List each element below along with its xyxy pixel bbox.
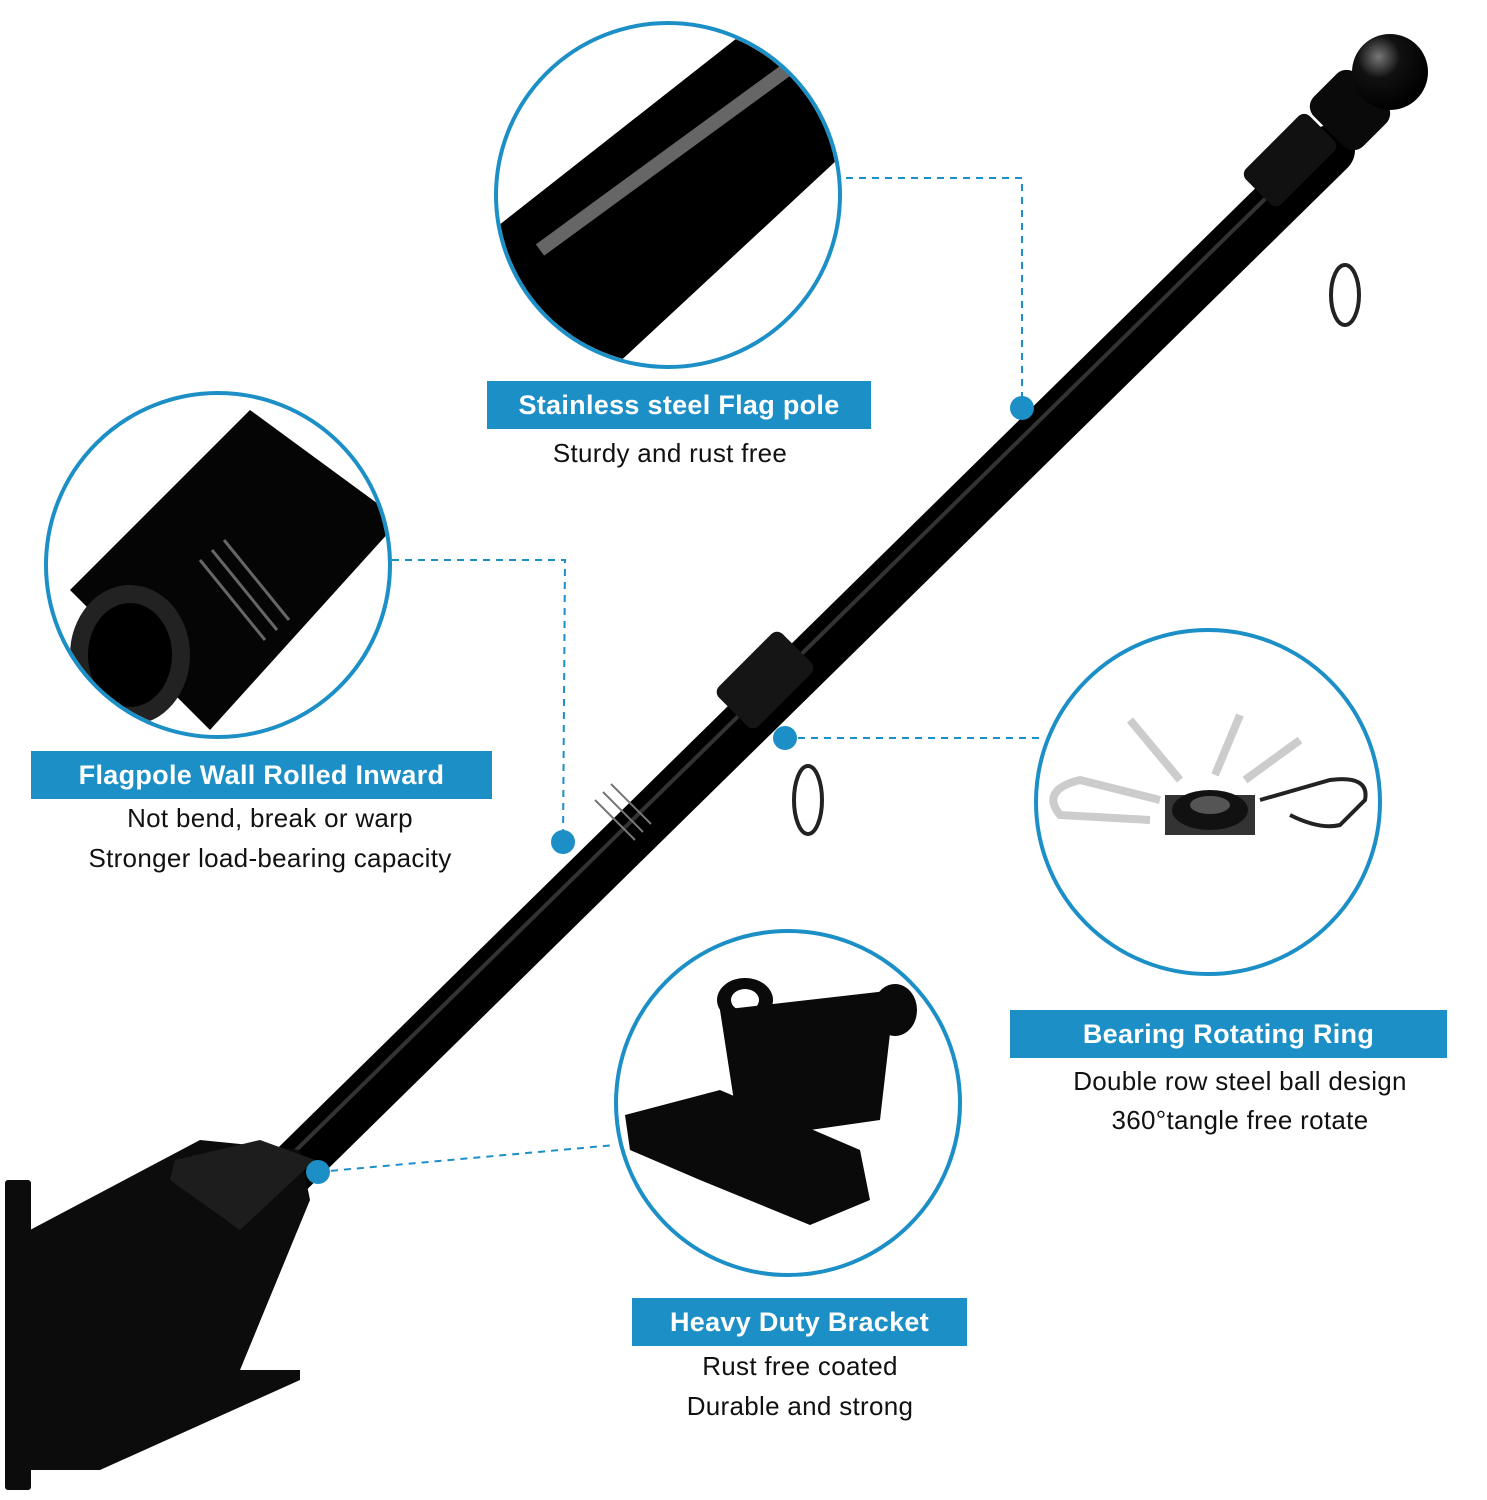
pole-closeup-circle xyxy=(494,21,842,369)
finial-ball xyxy=(1352,34,1428,110)
feature-title-flag-pole: Stainless steel Flag pole xyxy=(487,381,871,429)
feature-desc-bracket-1: Rust free coated xyxy=(702,1351,898,1381)
feature-desc-flag-pole: Sturdy and rust free xyxy=(552,438,788,468)
callout-lines xyxy=(317,177,1045,1173)
middle-ring xyxy=(716,631,814,729)
flag-pole xyxy=(205,34,1428,1255)
carabiner-middle xyxy=(792,764,824,836)
bracket-closeup-circle xyxy=(614,929,962,1277)
wall-bracket xyxy=(5,1140,315,1490)
pole-joint-ridges xyxy=(594,783,652,841)
feature-desc-bracket-2: Durable and strong xyxy=(686,1391,914,1421)
feature-desc-rotating-ring-1: Double row steel ball design xyxy=(1073,1066,1407,1096)
pole-top-ring xyxy=(1243,113,1337,207)
wall-rolled-closeup-circle xyxy=(44,391,392,739)
carabiner-top xyxy=(1329,263,1361,327)
feature-desc-wall-rolled-2: Stronger load-bearing capacity xyxy=(88,843,452,873)
feature-title-wall-rolled: Flagpole Wall Rolled Inward xyxy=(31,751,492,799)
feature-desc-rotating-ring-2: 360°tangle free rotate xyxy=(1111,1105,1369,1135)
callout-dots xyxy=(306,396,1034,1184)
feature-title-rotating-ring: Bearing Rotating Ring xyxy=(1010,1010,1447,1058)
rotating-ring-closeup-circle xyxy=(1034,628,1382,976)
feature-desc-wall-rolled-1: Not bend, break or warp xyxy=(127,803,413,833)
feature-title-bracket: Heavy Duty Bracket xyxy=(632,1298,967,1346)
